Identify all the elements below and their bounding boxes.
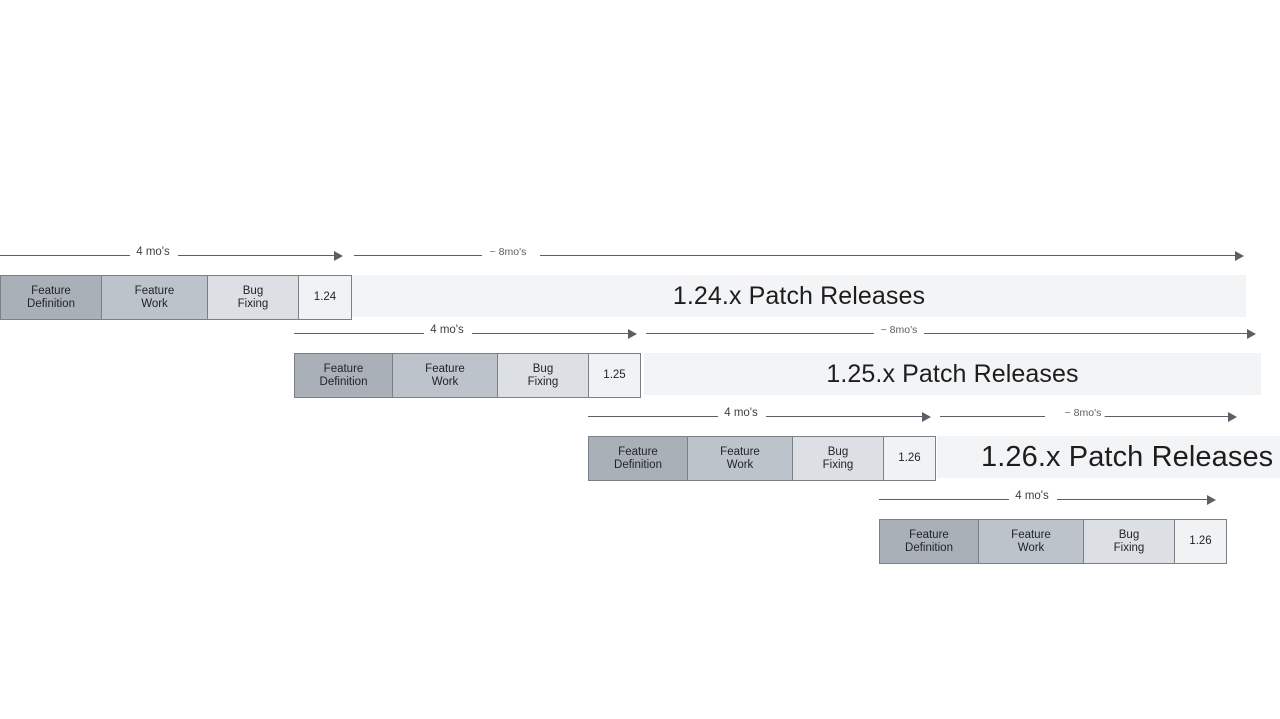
release-row-1-25: 1.25.x Patch Releases 4 mo's ~ 8mo's Fea… (0, 323, 1280, 415)
phase-box-feature-work[interactable]: Feature Work (393, 353, 498, 398)
phase-label-line1: Bug (532, 362, 554, 375)
duration-label-patch: ~ 8mo's (1061, 407, 1105, 419)
duration-label-patch: ~ 8mo's (877, 324, 921, 336)
phase-label-line1: Feature (31, 284, 71, 297)
duration-measure-patch-1-26: ~ 8mo's (940, 406, 1240, 428)
release-row-1-24: 1.24.x Patch Releases 4 mo's ~ 8mo's Fea… (0, 245, 1280, 337)
phase-box-bug-fixing[interactable]: Bug Fixing (793, 436, 884, 481)
phase-box-version-tag[interactable]: 1.25 (589, 353, 641, 398)
patch-release-label: 1.26.x Patch Releases (981, 440, 1274, 473)
duration-label-dev: 4 mo's (721, 407, 761, 419)
phase-label-line2: Work (1017, 541, 1045, 554)
phase-box-bug-fixing[interactable]: Bug Fixing (498, 353, 589, 398)
phase-box-version-tag[interactable]: 1.24 (299, 275, 352, 320)
phase-label-line2: Definition (614, 458, 662, 471)
phase-box-version-tag[interactable]: 1.26 (884, 436, 936, 481)
release-row-1-26-next: 4 mo's Feature Definition Feature Work B… (0, 489, 1280, 581)
phase-box-feature-definition[interactable]: Feature Definition (294, 353, 393, 398)
phase-label-line1: Feature (720, 445, 760, 458)
version-label: 1.24 (313, 291, 337, 303)
phase-box-bug-fixing[interactable]: Bug Fixing (208, 275, 299, 320)
patch-release-bar-1-26: 1.26.x Patch Releases (937, 436, 1280, 478)
duration-label-dev: 4 mo's (1012, 490, 1052, 502)
phase-label-line1: Feature (323, 362, 364, 375)
phase-label-line2: Fixing (527, 375, 559, 388)
phase-box-version-tag[interactable]: 1.26 (1175, 519, 1227, 564)
phase-label-line1: Feature (425, 362, 465, 375)
version-label: 1.26 (898, 452, 921, 464)
duration-measure-patch-1-25: ~ 8mo's (646, 323, 1261, 345)
duration-measure-dev-1-26-next: 4 mo's (879, 489, 1224, 511)
phase-label-line2: Definition (905, 541, 953, 554)
duration-measure-dev-1-26: 4 mo's (588, 406, 933, 428)
phase-track-1-25: Feature Definition Feature Work Bug Fixi… (294, 353, 641, 398)
phase-label-line2: Definition (27, 297, 75, 310)
patch-release-label: 1.24.x Patch Releases (672, 281, 926, 310)
release-row-1-26: 1.26.x Patch Releases 4 mo's ~ 8mo's Fea… (0, 406, 1280, 498)
phase-track-1-26-next: Feature Definition Feature Work Bug Fixi… (879, 519, 1227, 564)
phase-track-1-24: Feature Definition Feature Work Bug Fixi… (0, 275, 352, 320)
duration-label-patch: ~ 8mo's (486, 246, 530, 258)
phase-label-line2: Fixing (237, 297, 269, 310)
phase-box-feature-definition[interactable]: Feature Definition (0, 275, 102, 320)
phase-label-line1: Bug (1118, 528, 1140, 541)
patch-release-label: 1.25.x Patch Releases (826, 359, 1079, 388)
phase-track-1-26: Feature Definition Feature Work Bug Fixi… (588, 436, 936, 481)
phase-label-line2: Work (141, 297, 168, 310)
phase-label-line2: Work (431, 375, 459, 388)
phase-label-line1: Bug (242, 284, 264, 297)
phase-label-line2: Work (726, 458, 754, 471)
phase-box-feature-definition[interactable]: Feature Definition (588, 436, 688, 481)
phase-label-line1: Feature (1011, 528, 1051, 541)
phase-box-feature-work[interactable]: Feature Work (979, 519, 1084, 564)
phase-label-line1: Bug (827, 445, 849, 458)
duration-label-dev: 4 mo's (427, 324, 467, 336)
phase-label-line2: Fixing (1113, 541, 1145, 554)
phase-label-line1: Feature (134, 284, 175, 297)
phase-label-line2: Fixing (822, 458, 854, 471)
duration-label-dev: 4 mo's (133, 246, 173, 258)
duration-measure-dev-1-25: 4 mo's (294, 323, 639, 345)
patch-release-bar-1-25: 1.25.x Patch Releases (644, 353, 1261, 395)
phase-label-line2: Definition (319, 375, 368, 388)
phase-box-bug-fixing[interactable]: Bug Fixing (1084, 519, 1175, 564)
phase-label-line1: Feature (909, 528, 949, 541)
version-label: 1.25 (603, 369, 626, 381)
phase-box-feature-work[interactable]: Feature Work (102, 275, 208, 320)
duration-measure-dev-1-24: 4 mo's (0, 245, 345, 267)
patch-release-bar-1-24: 1.24.x Patch Releases (352, 275, 1246, 317)
version-label: 1.26 (1189, 535, 1212, 547)
phase-box-feature-work[interactable]: Feature Work (688, 436, 793, 481)
phase-label-line1: Feature (618, 445, 658, 458)
duration-measure-patch-1-24: ~ 8mo's (354, 245, 1246, 267)
phase-box-feature-definition[interactable]: Feature Definition (879, 519, 979, 564)
